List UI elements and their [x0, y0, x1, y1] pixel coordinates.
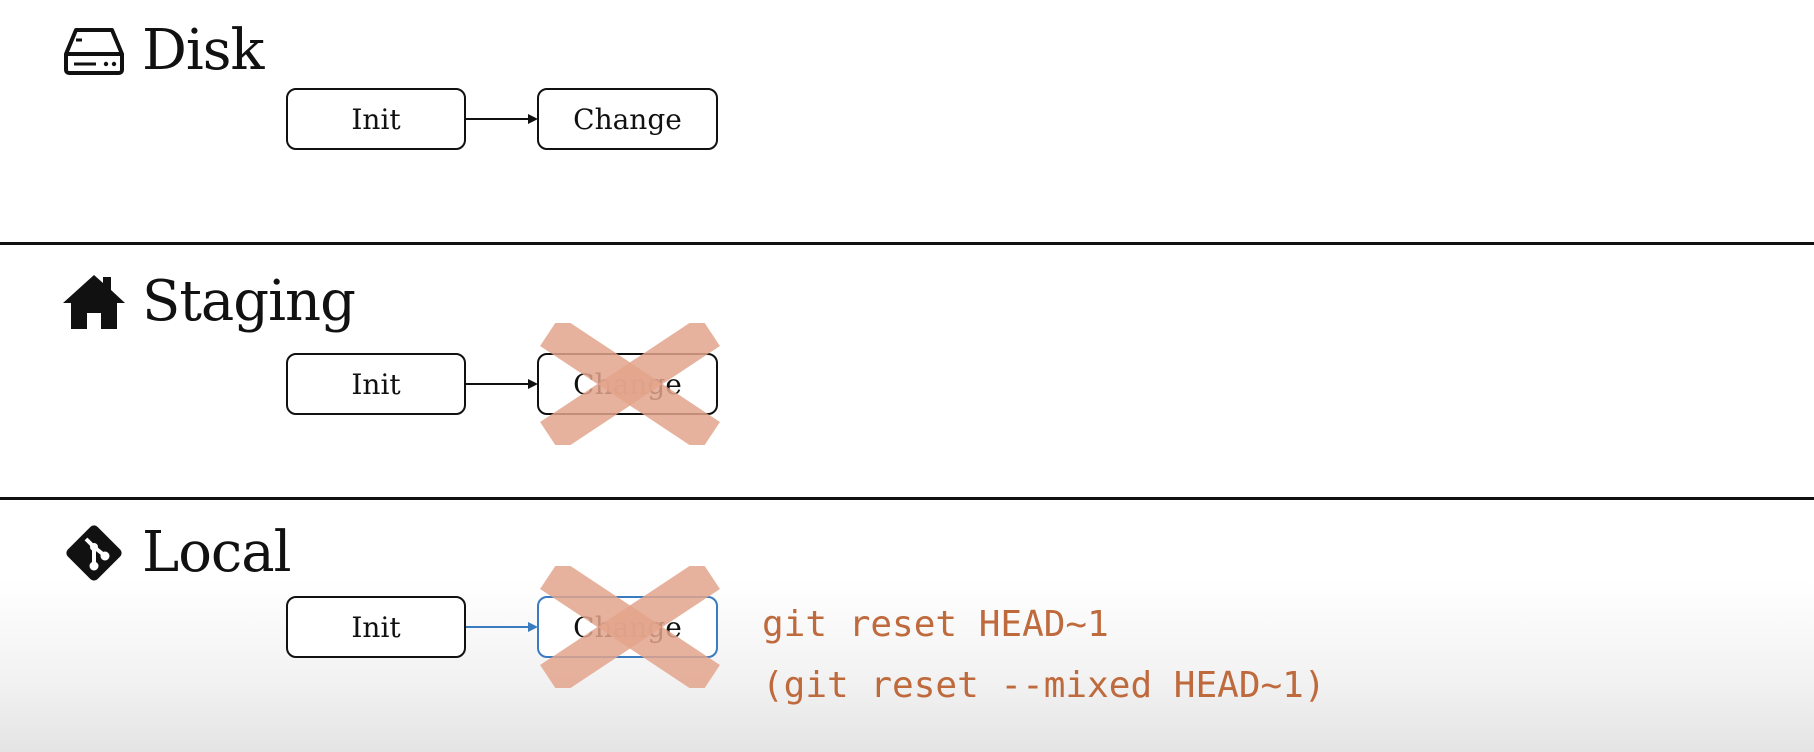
staging-arrow — [466, 379, 538, 389]
staging-section: Staging Init Change — [0, 245, 1814, 497]
disk-title: Disk — [142, 18, 264, 83]
local-section: Local Init Change git reset HEAD~1 (git … — [0, 500, 1814, 752]
disk-arrow — [466, 114, 538, 124]
disk-init-node: Init — [286, 88, 466, 150]
staging-title: Staging — [142, 269, 356, 334]
staging-init-node: Init — [286, 353, 466, 415]
staging-heading: Staging — [62, 269, 356, 334]
reset-command: git reset HEAD~1 — [762, 604, 1109, 645]
divider-top — [0, 242, 1814, 245]
local-heading: Local — [62, 520, 292, 585]
staging-change-node: Change — [537, 353, 718, 415]
local-change-node: Change — [537, 596, 718, 658]
home-icon — [62, 274, 126, 330]
reset-mixed-command: (git reset --mixed HEAD~1) — [762, 665, 1326, 706]
local-title: Local — [142, 520, 292, 585]
git-icon — [62, 524, 126, 581]
disk-heading: Disk — [62, 18, 264, 83]
disk-section: Disk Init Change — [0, 0, 1814, 242]
local-arrow — [466, 622, 538, 632]
divider-bottom — [0, 497, 1814, 500]
local-init-node: Init — [286, 596, 466, 658]
hard-drive-icon — [62, 23, 126, 79]
disk-change-node: Change — [537, 88, 718, 150]
